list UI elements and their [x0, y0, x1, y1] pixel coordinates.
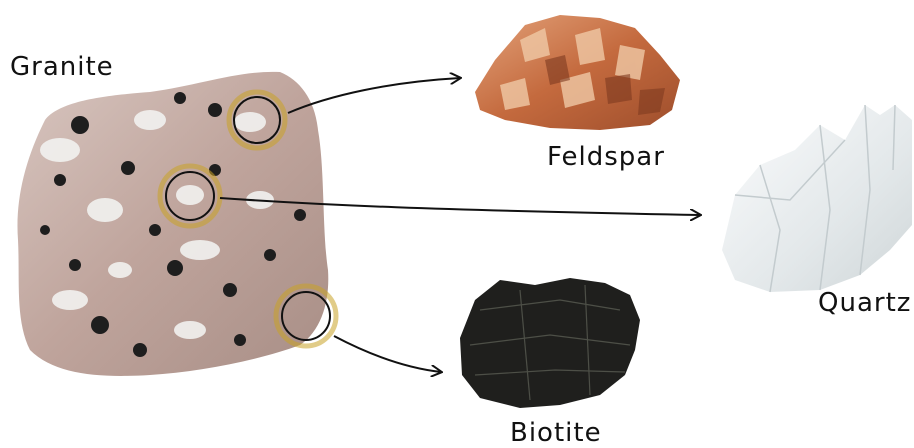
feldspar-image — [475, 15, 680, 130]
biotite-image — [460, 278, 640, 408]
quartz-label: Quartz — [818, 288, 911, 318]
feldspar-label: Feldspar — [547, 142, 665, 172]
granite-label: Granite — [10, 52, 114, 82]
arrow-to-feldspar — [288, 78, 460, 113]
biotite-label: Biotite — [510, 418, 602, 448]
quartz-image — [722, 105, 912, 292]
arrow-to-biotite — [334, 336, 441, 372]
